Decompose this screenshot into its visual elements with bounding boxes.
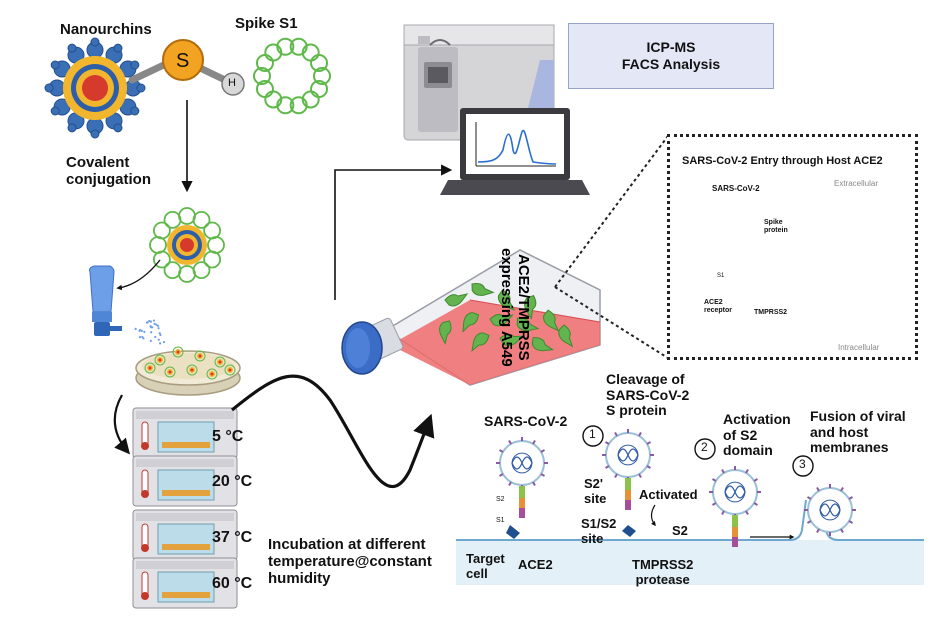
curved-arrow-to-spray [118,260,160,288]
s1-s2-site-label: S1/S2 site [581,517,616,546]
cell-culture-flask-icon [342,250,600,385]
arrow-to-analysis [335,170,450,300]
spike-s1-label: Spike S1 [235,16,298,33]
step1-label: Cleavage of SARS-CoV-2 S protein [606,372,689,419]
petri-dish-icon [136,347,240,395]
temp-37-label: 37 °C [212,529,252,547]
curved-arrow-to-incubators [115,395,128,452]
temp-60-label: 60 °C [212,575,252,593]
mech-s2-left: S2 [496,496,505,504]
mech-virus-label: SARS-CoV-2 [484,414,567,430]
incubation-label: Incubation at different temperature@cons… [268,537,432,587]
intracellular-label: Intracellular [838,344,879,353]
step3-label: Fusion of viral and host membranes [810,409,906,456]
inset-virus-label: SARS-CoV-2 [712,185,760,194]
analysis-methods-box: ICP-MS FACS Analysis [568,23,774,89]
mech-s2-right-label: S2 [672,524,688,539]
inset-tmprss2-label: TMPRSS2 [754,309,787,317]
mech-s1-left: S1 [496,517,505,525]
spray-bottle-icon [90,266,166,344]
activated-label: Activated [639,488,698,503]
temp-5-label: 5 °C [212,428,243,446]
mech-ace2-label: ACE2 [518,558,553,573]
inset-title: SARS-CoV-2 Entry through Host ACE2 [682,155,883,167]
tmprss2-protease-label: TMPRSS2 protease [632,558,693,587]
inset-s1-label: S1 [717,273,724,280]
extracellular-label: Extracellular [834,180,878,189]
conjugated-nanourchin-icon [150,208,224,282]
temp-20-label: 20 °C [212,473,252,491]
laptop-icon [440,108,590,195]
target-cell-label: Target cell [466,552,505,581]
covalent-conjugation-label: Covalent conjugation [66,155,151,189]
nanourchins-label: Nanourchins [60,22,152,39]
inset-ace2-label: ACE2 receptor [704,299,732,315]
step2-number: 2 [701,441,708,454]
step2-label: Activation of S2 domain [723,412,791,459]
inset-spike-label: Spike protein [764,219,788,235]
arrow-to-flask [232,376,430,486]
step3-number: 3 [799,458,806,471]
a549-cells-label: ACE2/TMPRSS expressing A549 [498,248,533,367]
hydrogen-atom-label: H [228,77,236,89]
nanourchin-particle-icon [45,38,145,138]
sulfur-atom-label: S [176,50,189,72]
facs-analysis-label: FACS Analysis [622,56,720,74]
icp-ms-label: ICP-MS [647,39,696,57]
step1-number: 1 [589,428,596,441]
ace2-entry-inset: SARS-CoV-2 Entry through Host ACE2 Extra… [667,134,918,360]
spike-s1-ring-icon [254,39,330,113]
s2-prime-site-label: S2' site [584,477,606,506]
